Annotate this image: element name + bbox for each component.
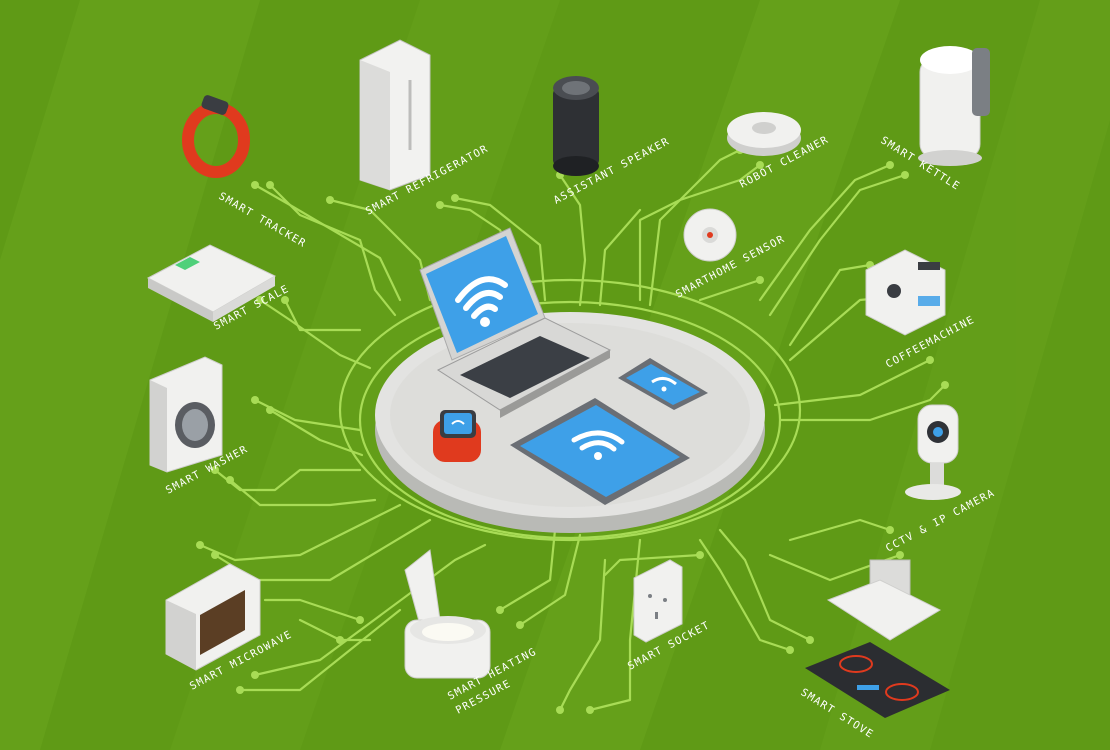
smart-socket xyxy=(633,559,683,643)
smart-stove xyxy=(805,559,950,718)
assistant-speaker xyxy=(553,76,599,176)
wifi-icon xyxy=(571,430,625,452)
microwave xyxy=(165,563,261,671)
smartwatch xyxy=(433,410,481,462)
wifi-icon xyxy=(455,276,508,319)
smart-kettle xyxy=(918,46,990,166)
refrigerator xyxy=(359,39,431,191)
cctv-camera xyxy=(905,404,961,500)
coffee-machine xyxy=(865,249,946,336)
smarthome-sensor xyxy=(683,208,737,262)
laptop xyxy=(419,227,612,418)
tablet xyxy=(510,398,690,505)
washing-machine xyxy=(149,356,223,473)
circuit-traces xyxy=(198,148,947,712)
smart-scale xyxy=(146,244,277,322)
phone xyxy=(618,358,708,410)
pressure-cooker xyxy=(404,549,491,679)
robot-cleaner xyxy=(727,112,801,156)
smart-tracker xyxy=(182,95,250,178)
